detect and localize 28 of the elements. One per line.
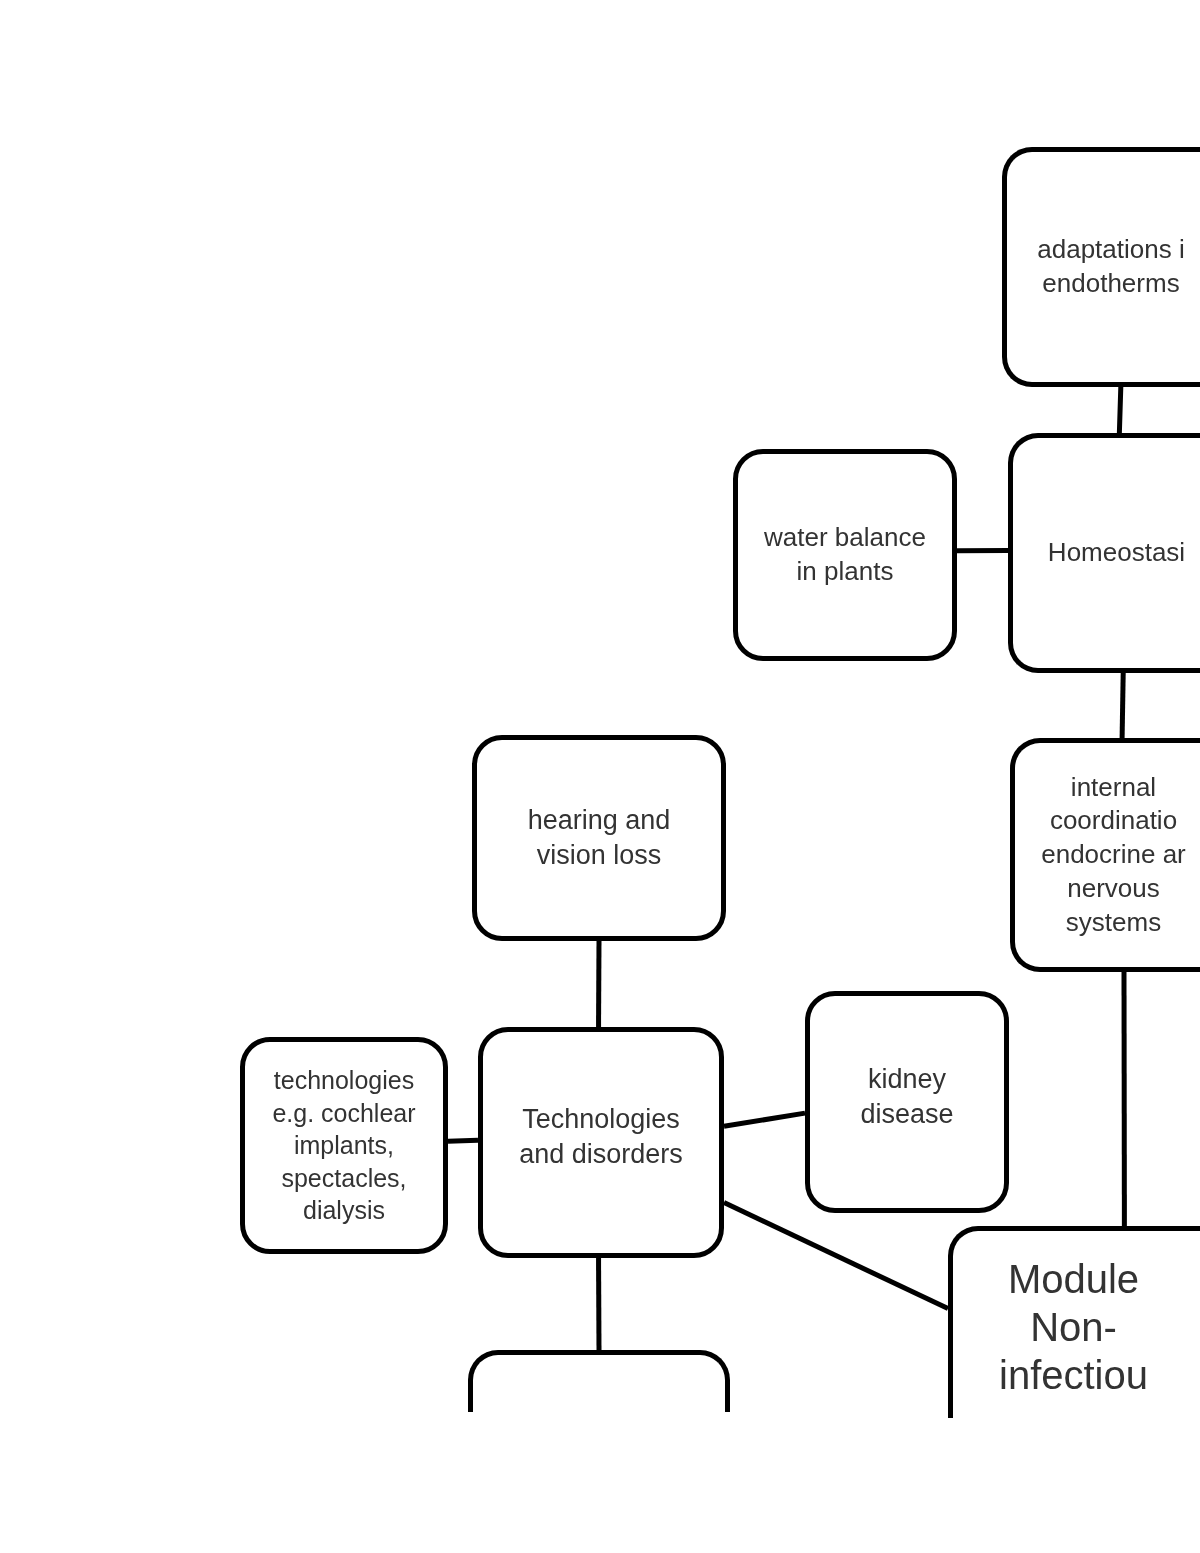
rounded-box <box>478 1027 724 1258</box>
rounded-box <box>472 735 726 941</box>
connector-line <box>447 1137 479 1144</box>
node-label: water balance in plants <box>763 521 927 588</box>
connector-line <box>957 548 1008 554</box>
node-label: hearing and vision loss <box>526 803 672 872</box>
rounded-box <box>1010 738 1200 972</box>
node-label: adaptations i endotherms <box>1036 233 1186 300</box>
connector-line <box>1119 672 1126 739</box>
empty-box <box>468 1350 730 1412</box>
node-label: Module Non- infectiou <box>998 1256 1149 1399</box>
connector-line <box>596 941 602 1027</box>
rounded-box <box>1002 147 1200 387</box>
node-label: internal coordinatio endocrine ar nervous systems <box>1040 770 1187 939</box>
connector-line <box>596 1258 602 1350</box>
rounded-box <box>805 991 1009 1213</box>
node-label: Technologies and disorders <box>518 1103 684 1172</box>
node-label: kidney disease <box>859 1063 955 1132</box>
node-label: Homeostasi <box>1046 536 1187 570</box>
rounded-box <box>733 449 957 661</box>
connector-line <box>1121 972 1127 1226</box>
connector-line <box>722 1200 950 1311</box>
connector-line <box>723 1110 806 1129</box>
rounded-box <box>240 1037 448 1254</box>
rounded-box <box>948 1226 1200 1418</box>
node-label: technologies e.g. cochlear implants, spectacles, dialysis <box>271 1065 417 1227</box>
connector-line <box>1116 386 1124 434</box>
rounded-box <box>1008 433 1200 673</box>
